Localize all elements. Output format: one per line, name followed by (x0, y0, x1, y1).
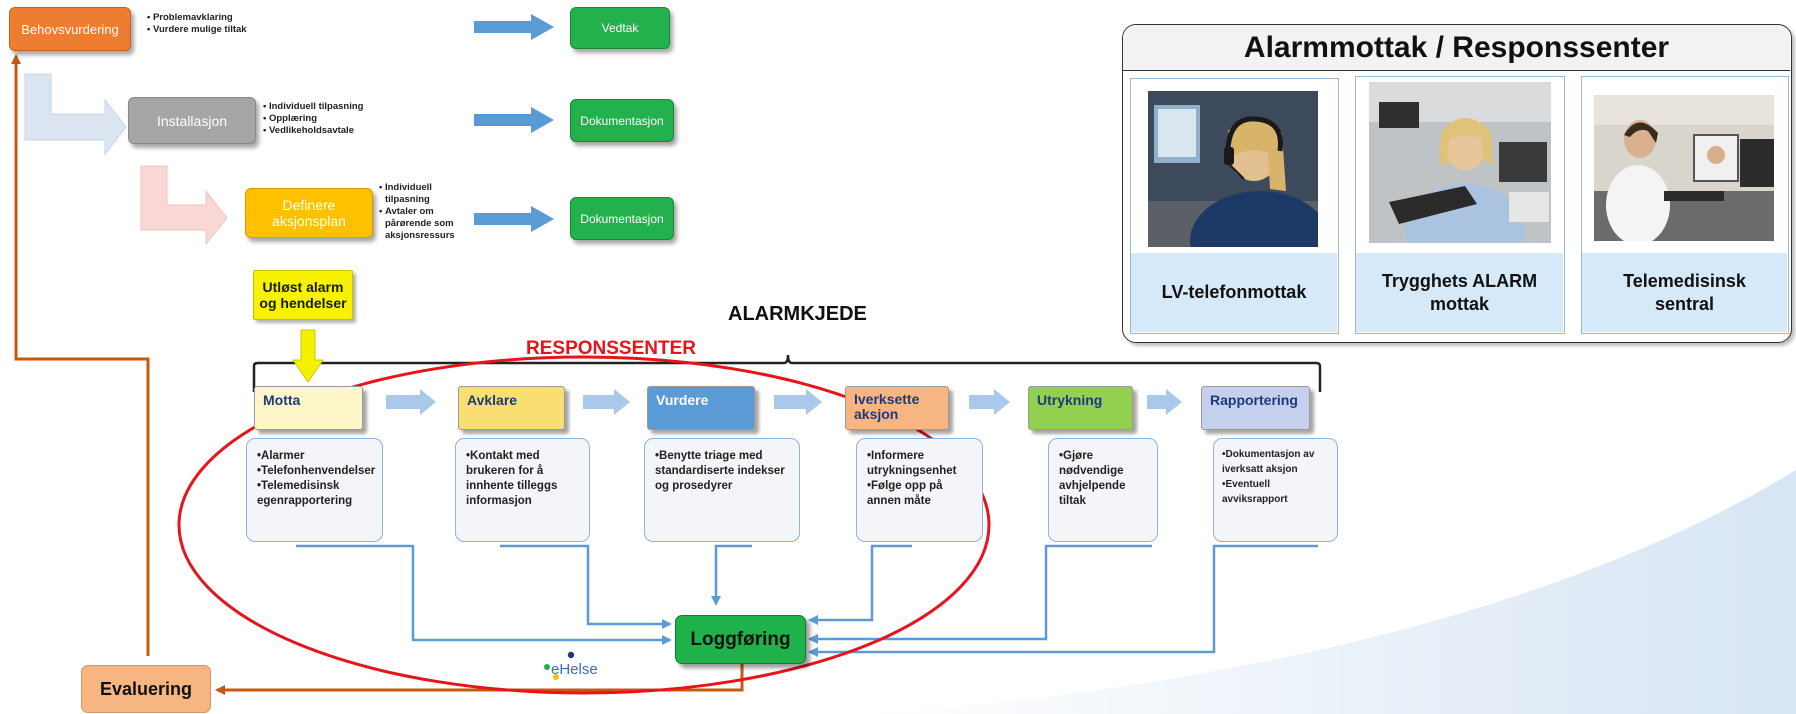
photo-headset-operator (1148, 91, 1318, 247)
detail-utrykning: •Gjøre nødvendige avhjelpende tiltak (1048, 438, 1158, 542)
top-arrow-1 (474, 14, 554, 40)
def-bullet-2b: pårørende som (384, 217, 454, 229)
big-arrow-1 (24, 73, 127, 156)
card-2-label: Trygghets ALARM mottak (1381, 270, 1538, 314)
responssenter-title: RESPONSSENTER (526, 338, 696, 359)
behov-bullet-2: Vurdere mulige tiltak (152, 23, 247, 35)
loggforing-box: Loggføring (675, 615, 806, 664)
def-bullet-2c: aksjonsressurs (384, 229, 455, 241)
dokumentasjon-label-1: Dokumentasjon (580, 113, 664, 128)
swoosh-decoration (870, 470, 1796, 714)
detail-motta-2: Telefonhenvendelser (261, 465, 376, 477)
install-bullet-2: Opplæring (268, 112, 317, 124)
dokumentasjon-box-1: Dokumentasjon (570, 99, 674, 142)
detail-motta: •Alarmer •Telefonhenvendelser •Telemedis… (246, 438, 383, 542)
alarmkjede-title: ALARMKJEDE (728, 303, 867, 325)
big-arrow-2 (140, 165, 228, 246)
alarmkjede-brace (252, 354, 1322, 392)
stage-rapportering: Rapportering (1201, 386, 1310, 430)
stage-label-rapportering: Rapportering (1210, 392, 1298, 408)
ehelse-dots-icon (544, 651, 575, 680)
behov-bullet-1: Problemavklaring (152, 12, 233, 23)
behovsvurdering-label: Behovsvurdering (21, 21, 119, 37)
install-bullet-3: Vedlikeholdsavtale (268, 124, 354, 136)
stage-motta: Motta (254, 386, 363, 430)
vedtak-label: Vedtak (601, 21, 639, 35)
card-2-label-area: Trygghets ALARM mottak (1356, 253, 1563, 332)
card-1-label-area: LV-telefonmottak (1131, 253, 1337, 332)
stage-arrow-3 (774, 389, 822, 415)
def-bullet-2a: Avtaler om (384, 205, 434, 217)
definere-aksjonsplan-box: Definere aksjonsplan (245, 188, 373, 238)
stage-label-avklare: Avklare (467, 392, 518, 408)
utlost-alarm-box: Utløst alarm og hendelser (253, 270, 353, 320)
ehelse-label: eHelse (551, 661, 598, 678)
responssenter-ellipse (177, 355, 991, 695)
evaluering-box: Evaluering (81, 665, 211, 713)
def-bullet-1b: tilpasning (384, 193, 430, 205)
dokumentasjon-label-2: Dokumentasjon (580, 211, 664, 226)
stage-arrow-4 (969, 389, 1010, 415)
detail-rapportering-2: Eventuell avviksrapport (1222, 479, 1288, 505)
ehelse-logo: eHelse (543, 650, 603, 680)
top-arrow-2 (474, 107, 554, 133)
installasjon-box: Installasjon (128, 97, 256, 144)
photo-smiling-operator (1369, 82, 1551, 243)
stage-avklare: Avklare (458, 386, 565, 430)
detail-iverksette-2: Følge opp på annen måte (867, 480, 943, 507)
detail-motta-3: Telemedisinsk egenrapportering (257, 480, 353, 507)
stage-utrykning: Utrykning (1028, 386, 1133, 430)
detail-iverksette-1: Informere utrykningsenhet (867, 450, 957, 477)
stage-label-utrykning: Utrykning (1037, 392, 1103, 408)
behovsvurdering-box: Behovsvurdering (9, 7, 131, 51)
yellow-down-arrow (292, 329, 324, 383)
def-bullets: • Individuell tilpasning • Avtaler om på… (379, 182, 455, 241)
detail-utrykning-1: Gjøre nødvendige avhjelpende tiltak (1059, 450, 1126, 507)
evaluering-label: Evaluering (99, 678, 193, 699)
stage-vurdere: Vurdere (647, 386, 755, 430)
photo-telemedicine-desk (1594, 95, 1774, 241)
stage-label-vurdere: Vurdere (656, 392, 709, 408)
card-3-label-area: Telemedisinsk sentral (1582, 253, 1787, 332)
definere-label-2: aksjonsplan (272, 213, 346, 229)
feedback-line-evaluering (215, 664, 744, 695)
vedtak-box: Vedtak (570, 7, 670, 49)
definere-label-1: Definere (282, 197, 336, 213)
stage-label-motta: Motta (263, 392, 301, 408)
def-bullet-1a: Individuell (384, 182, 432, 193)
stage-iverksette: Iverksette aksjon (845, 386, 949, 430)
card-3-label: Telemedisinsk sentral (1623, 270, 1746, 314)
installasjon-label: Installasjon (156, 112, 228, 129)
behov-bullets: • Problemavklaring • Vurdere mulige tilt… (147, 12, 247, 35)
stage-arrow-5 (1147, 389, 1182, 415)
utlost-label-2: og hendelser (259, 295, 347, 311)
detail-rapportering-1: Dokumentasjon av iverksatt aksjon (1222, 449, 1315, 475)
detail-rapportering: •Dokumentasjon av iverksatt aksjon •Even… (1213, 438, 1338, 542)
dokumentasjon-box-2: Dokumentasjon (570, 197, 674, 240)
top-arrow-3 (474, 206, 554, 232)
detail-vurdere-1: Benytte triage med standardiserte indeks… (655, 450, 785, 492)
detail-iverksette: •Informere utrykningsenhet •Følge opp på… (856, 438, 983, 542)
panel-title: Alarmmottak / Responssenter (1243, 30, 1670, 64)
card-1-label: LV-telefonmottak (1161, 282, 1307, 302)
loggforing-connectors (296, 544, 1318, 657)
detail-vurdere: •Benytte triage med standardiserte indek… (644, 438, 800, 542)
stage-arrow-2 (583, 389, 630, 415)
loggforing-label: Loggføring (690, 628, 791, 650)
detail-motta-1: Alarmer (261, 450, 305, 462)
detail-avklare-1: Kontakt med brukeren for å innhente till… (466, 450, 558, 507)
utlost-label-1: Utløst alarm (262, 279, 344, 295)
install-bullets: • Individuell tilpasning • Opplæring • V… (263, 101, 364, 136)
panel-title-bar: Alarmmottak / Responssenter (1123, 25, 1790, 71)
detail-avklare: •Kontakt med brukeren for å innhente til… (455, 438, 590, 542)
stage-label-iverksette: Iverksette aksjon (854, 391, 920, 422)
stage-arrow-1 (386, 389, 436, 415)
feedback-line-up (11, 54, 150, 656)
install-bullet-1: Individuell tilpasning (268, 101, 364, 112)
